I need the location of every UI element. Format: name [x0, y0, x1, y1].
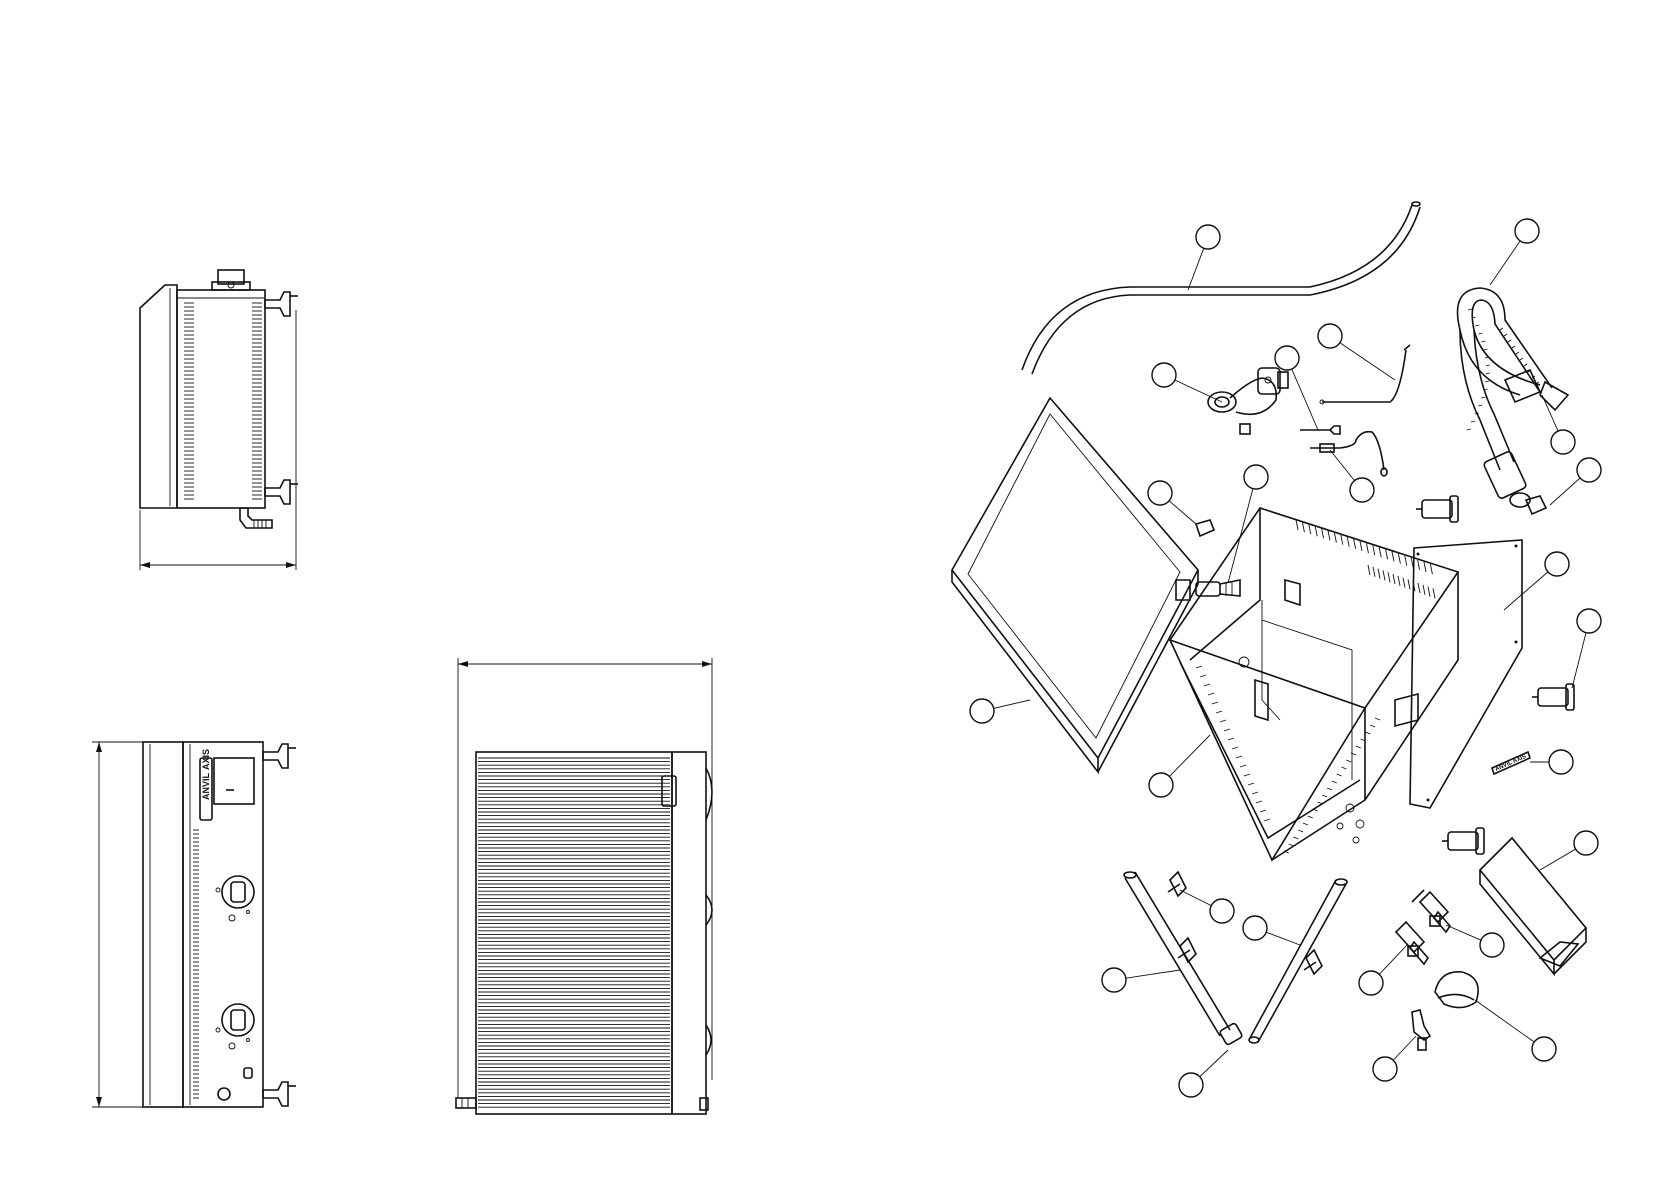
callout-bubble: [1545, 552, 1569, 576]
callout-bubble: [1532, 1037, 1556, 1061]
callout-bubble: [1551, 430, 1575, 454]
callout-bubble: [1373, 1057, 1397, 1081]
callout-bubble: [1549, 750, 1573, 774]
callout-bubble: [1210, 899, 1234, 923]
callout-bubble: [1574, 831, 1598, 855]
callout-bubble: [1350, 478, 1374, 502]
callout-bubble: [1179, 1073, 1203, 1097]
callout-bubble: [1148, 481, 1172, 505]
callout-bubble: [1275, 346, 1299, 370]
callout-bubble: [1196, 225, 1220, 249]
callout-bubble: [1149, 773, 1173, 797]
callout-bubble: [1359, 971, 1383, 995]
callout-bubble: [1152, 363, 1176, 387]
callout-bubble: [1102, 968, 1126, 992]
callout-bubble: [970, 699, 994, 723]
callout-bubble: [1243, 916, 1267, 940]
callout-bubble: [1577, 458, 1601, 482]
badge-left-text: ANVIL: [201, 772, 211, 800]
callout-bubble: [1515, 219, 1539, 243]
callout-bubble: [1244, 465, 1268, 489]
badge-right-text: AXIS: [201, 749, 211, 770]
callout-bubble: [1318, 324, 1342, 348]
callout-bubble: [1577, 609, 1601, 633]
callout-bubble: [1480, 933, 1504, 957]
